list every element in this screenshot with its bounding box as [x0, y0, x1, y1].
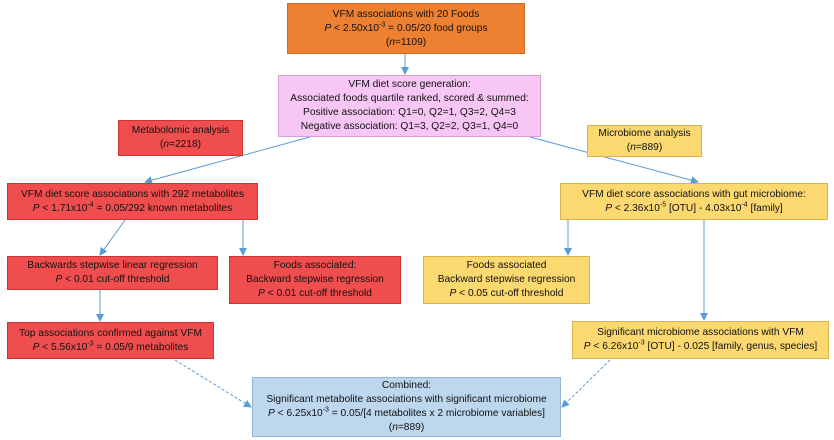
diet-score-method: Associated foods quartile ranked, scored… [290, 93, 529, 104]
arrow-significant-to-combined [561, 359, 611, 408]
significant-microbiome-box: Significant microbiome associations with… [572, 321, 829, 359]
metabolite-associations-threshold: P < 1.71x10-4 = 0.05/292 known metabolit… [32, 201, 233, 214]
foods-association-title: VFM associations with 20 Foods [332, 8, 480, 20]
metabolomic-foods-box: Foods associated: Backward stepwise regr… [229, 256, 401, 304]
metabolite-associations-title: VFM diet score associations with 292 met… [20, 188, 245, 200]
significant-microbiome-threshold: P < 6.26x10-3 [OTU] - 0.025 [family, gen… [583, 339, 818, 352]
foods-association-threshold: P < 2.50x10-3 = 0.05/20 food groups [324, 21, 488, 34]
microbiome-foods-title: Foods associated [466, 260, 547, 271]
diet-score-negative: Negative association: Q1=3, Q2=2, Q3=1, … [300, 121, 519, 132]
diet-score-generation-box: VFM diet score generation: Associated fo… [278, 75, 541, 137]
top-associations-title: Top associations confirmed against VFM [19, 327, 202, 339]
microbiome-associations-box: VFM diet score associations with gut mic… [560, 183, 828, 220]
metabolomic-foods-method: Backward stepwise regression [246, 274, 384, 285]
combined-description: Significant metabolite associations with… [266, 394, 547, 405]
significant-microbiome-title: Significant microbiome associations with… [597, 327, 804, 338]
metabolite-associations-box: VFM diet score associations with 292 met… [7, 183, 258, 220]
combined-threshold: P < 6.25x10-3 = 0.05/[4 metabolites x 2 … [268, 406, 545, 419]
backwards-regression-threshold: P < 0.01 cut-off threshold [55, 274, 170, 285]
metabolomic-analysis-sample-size: (n=2218) [159, 139, 202, 150]
metabolomic-foods-threshold: P < 0.01 cut-off threshold [258, 288, 372, 299]
metabolomic-analysis-box: Metabolomic analysis (n=2218) [118, 120, 243, 156]
combined-box: Combined: Significant metabolite associa… [252, 377, 561, 437]
combined-title: Combined: [381, 380, 432, 391]
combined-sample-size: (n=889) [388, 422, 425, 433]
arrow-top-to-combined [174, 359, 252, 408]
microbiome-associations-threshold: P < 2.36x10-5 [OTU] - 4.03x10-4 [family] [605, 201, 783, 214]
backwards-regression-box: Backwards stepwise linear regression P <… [7, 256, 218, 290]
microbiome-associations-title: VFM diet score associations with gut mic… [582, 188, 806, 200]
microbiome-analysis-sample-size: (n=889) [626, 142, 663, 153]
microbiome-analysis-title: Microbiome analysis [598, 128, 691, 139]
metabolomic-foods-title: Foods associated: [273, 260, 357, 271]
microbiome-foods-box: Foods associated Backward stepwise regre… [423, 256, 590, 304]
microbiome-foods-method: Backward stepwise regression [437, 274, 576, 285]
metabolomic-analysis-title: Metabolomic analysis [131, 125, 230, 136]
top-associations-box: Top associations confirmed against VFM P… [7, 322, 214, 359]
diet-score-positive: Positive association: Q1=0, Q2=1, Q3=2, … [303, 107, 516, 118]
arrow-metabolites-to-backwards [99, 219, 126, 256]
backwards-regression-title: Backwards stepwise linear regression [27, 260, 198, 271]
foods-association-box: VFM associations with 20 Foods P < 2.50x… [287, 3, 525, 54]
microbiome-foods-threshold: P < 0.05 cut-off threshold [449, 288, 564, 299]
foods-association-sample-size: (n=1109) [385, 36, 427, 48]
microbiome-analysis-box: Microbiome analysis (n=889) [587, 125, 702, 157]
top-associations-threshold: P < 5.56x10-3 = 0.05/9 metabolites [32, 340, 189, 353]
diet-score-title: VFM diet score generation: [348, 79, 471, 90]
